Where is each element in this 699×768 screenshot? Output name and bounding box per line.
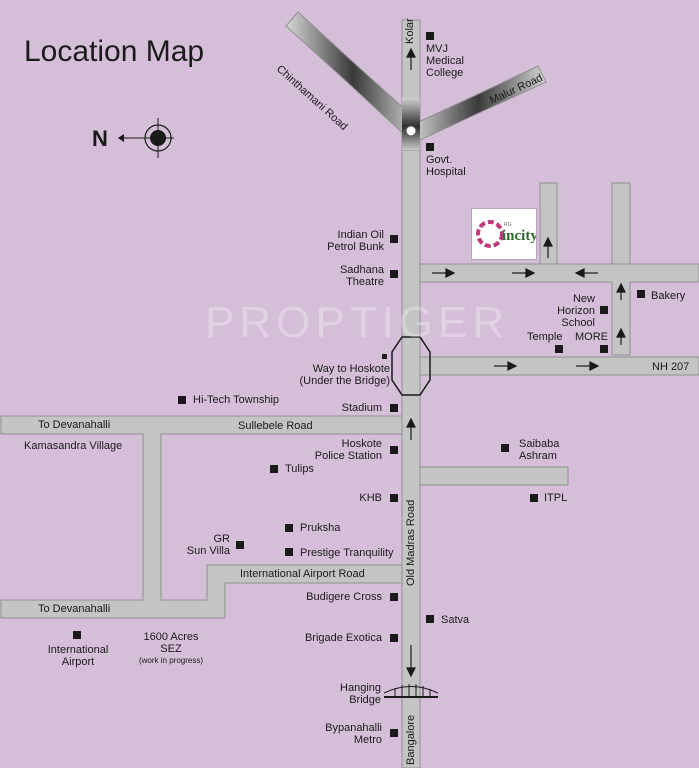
place-hoskote-police: Hoskote Police Station	[314, 438, 382, 462]
hoskote-underpass	[391, 336, 431, 396]
marker-satva	[426, 615, 434, 623]
marker-bypanahalli	[390, 729, 398, 737]
place-hanging-bridge: Hanging Bridge	[340, 682, 381, 706]
place-bypanahalli: Bypanahalli Metro	[325, 722, 382, 746]
incity-logo: incity RG	[471, 208, 538, 260]
marker-hitech	[178, 396, 186, 404]
place-pruksha: Pruksha	[300, 522, 341, 534]
label-to-devanahalli-1: To Devanahalli	[38, 419, 111, 431]
marker-bakery	[637, 290, 645, 298]
place-tulips: Tulips	[285, 463, 314, 475]
place-temple: Temple	[527, 331, 563, 343]
marker-temple	[555, 345, 563, 353]
label-old-madras-road: Old Madras Road	[405, 499, 417, 586]
place-way-to-hoskote: Way to Hoskote (Under the Bridge)	[299, 363, 391, 387]
compass-label: N	[92, 126, 108, 151]
label-bangalore: Bangalore	[405, 714, 417, 765]
place-brigade: Brigade Exotica	[304, 632, 382, 644]
marker-khb	[390, 494, 398, 502]
place-sadhana: Sadhana Theatre	[339, 264, 384, 288]
place-bakery: Bakery	[651, 290, 686, 302]
page-title: Location Map	[24, 35, 205, 68]
marker-brigade	[390, 634, 398, 642]
place-international-airport: International Airport	[47, 644, 109, 668]
incity-logo-icon: incity RG	[476, 220, 538, 248]
marker-stadium	[390, 404, 398, 412]
logo-brand: incity	[502, 228, 536, 244]
marker-international-airport	[73, 631, 81, 639]
road-itpl-branch	[419, 466, 569, 486]
marker-govt-hospital	[426, 143, 434, 151]
marker-mvj	[426, 32, 434, 40]
hanging-bridge-icon	[383, 684, 439, 698]
marker-saibaba	[501, 444, 509, 452]
place-saibaba: Saibaba Ashram	[519, 438, 560, 462]
label-kolar: Kolar	[404, 18, 416, 44]
place-sez: 1600 Acres SEZ	[143, 631, 199, 655]
place-indian-oil: Indian Oil Petrol Bunk	[327, 229, 384, 253]
marker-indian-oil	[390, 235, 398, 243]
place-hitech: Hi-Tech Township	[193, 394, 280, 406]
place-gr-sun-villa: GR Sun Villa	[186, 533, 230, 557]
marker-prestige	[285, 548, 293, 556]
road-nh207	[419, 356, 699, 376]
label-nh207: NH 207	[652, 361, 690, 373]
place-stadium: Stadium	[341, 402, 382, 414]
place-itpl: ITPL	[544, 492, 568, 504]
watermark: PROPTIGER	[205, 298, 510, 347]
marker-more	[600, 345, 608, 353]
logo-tagline: RG	[504, 222, 512, 228]
marker-gr-sun-villa	[236, 541, 244, 549]
place-more: MORE	[575, 331, 608, 343]
marker-budigere	[390, 593, 398, 601]
road-service-east	[419, 263, 699, 356]
marker-hoskote-police	[390, 446, 398, 454]
label-sullebele-road: Sullebele Road	[238, 420, 313, 432]
marker-pruksha	[285, 524, 293, 532]
marker-new-horizon	[600, 306, 608, 314]
place-sez-note: (work in progress)	[138, 656, 203, 665]
place-mvj: MVJ Medical College	[426, 43, 464, 79]
marker-sadhana	[390, 270, 398, 278]
label-international-airport-road: International Airport Road	[240, 568, 365, 580]
road-chinthamani	[285, 11, 421, 139]
place-khb: KHB	[359, 492, 382, 504]
place-govt-hospital: Govt. Hospital	[426, 154, 466, 178]
road-stub-north-2	[611, 182, 631, 265]
place-satva: Satva	[441, 614, 470, 626]
place-kamasandra: Kamasandra Village	[24, 440, 123, 452]
place-new-horizon: New Horizon School	[557, 293, 595, 329]
marker-hoskote-way	[382, 354, 387, 359]
place-prestige: Prestige Tranquility	[300, 547, 394, 559]
compass-icon: N	[92, 118, 174, 158]
label-to-devanahalli-2: To Devanahalli	[38, 603, 111, 615]
road-stub-north-1	[539, 182, 558, 265]
marker-itpl	[530, 494, 538, 502]
place-budigere: Budigere Cross	[306, 591, 382, 603]
marker-tulips	[270, 465, 278, 473]
